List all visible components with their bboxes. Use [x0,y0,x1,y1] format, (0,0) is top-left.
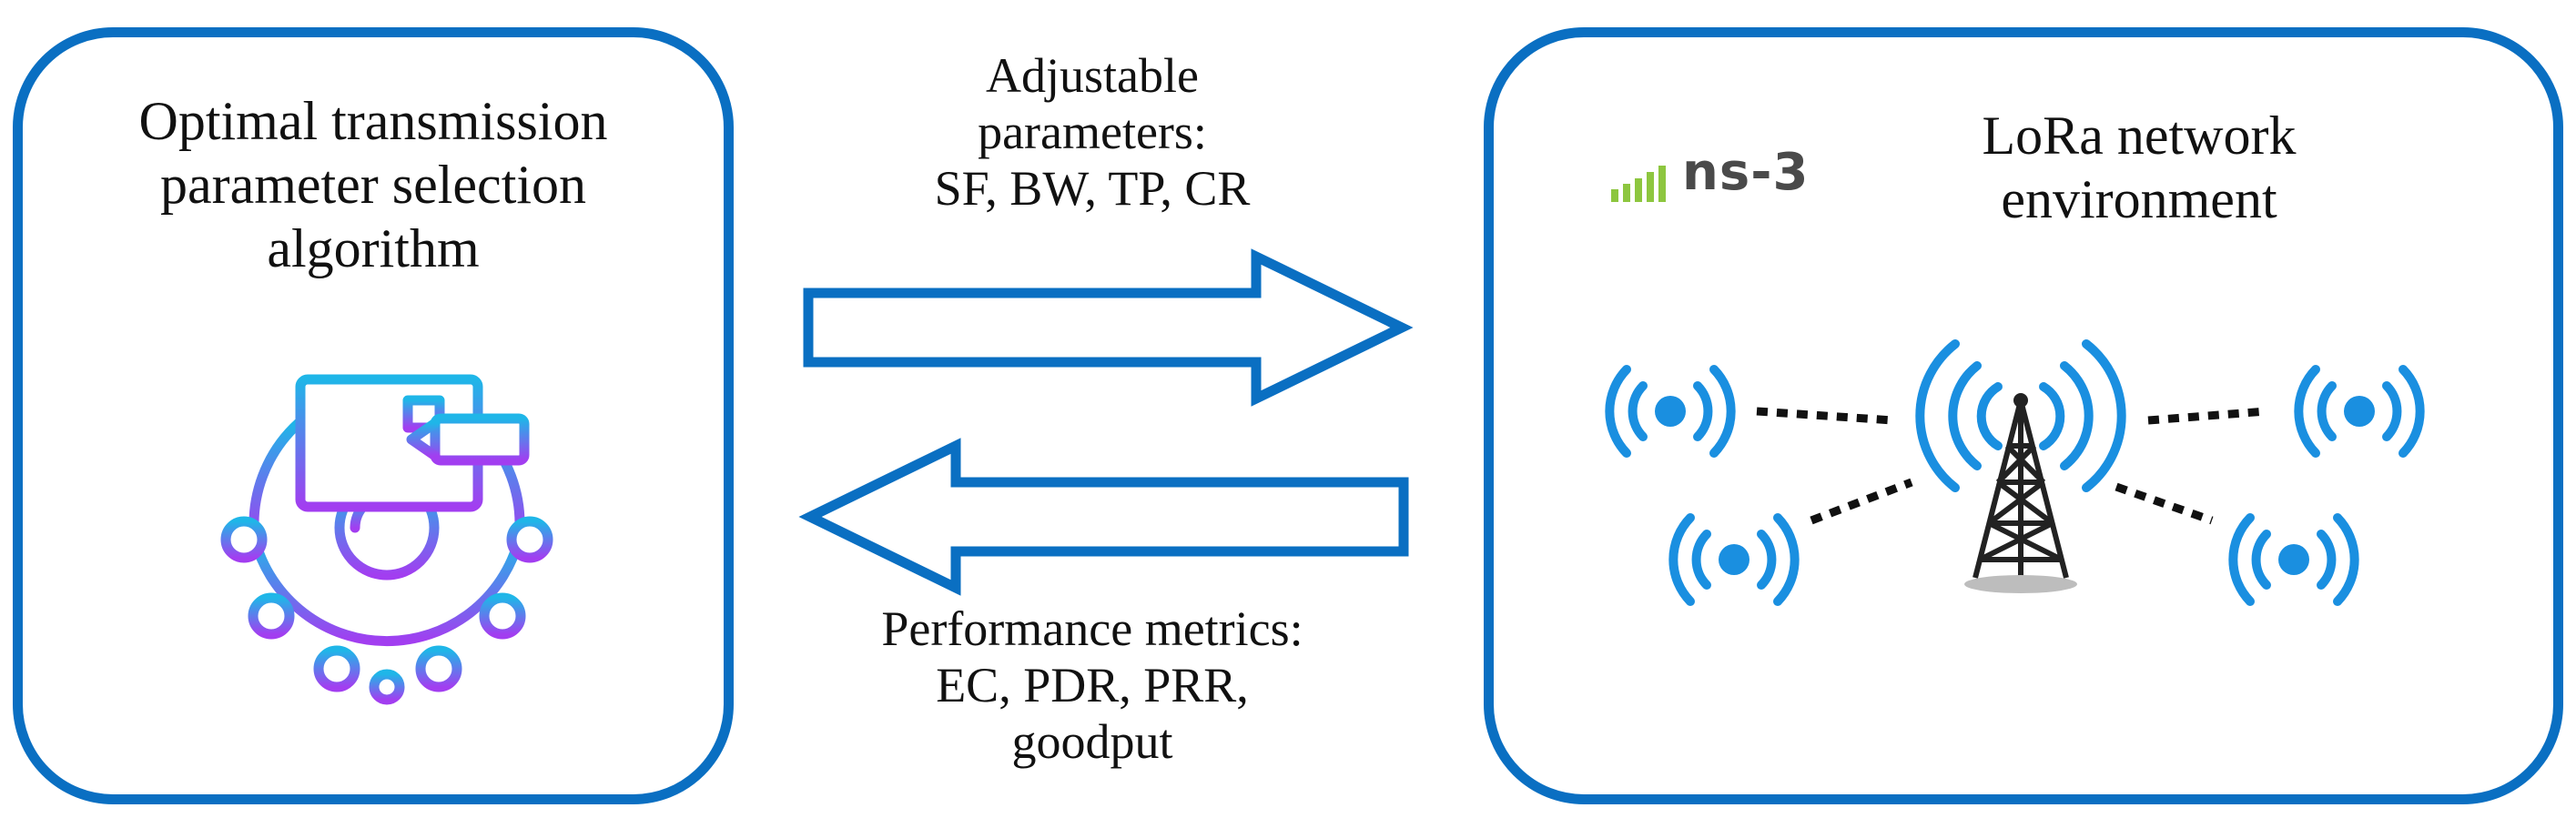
network-title-line-1: LoRa network [1982,106,2297,166]
end-device-signal-icon [1609,369,1730,453]
algorithm-book-magnifier-icon [220,374,553,705]
end-device-signal-icon [1673,518,1794,601]
lora-network-illustration [1602,339,2439,601]
adjustable-parameters-line-3: SF, BW, TP, CR [934,161,1251,216]
end-device-signal-icon [2233,518,2354,601]
left-arrow [798,438,1409,596]
algorithm-panel-title: Optimal transmission parameter selection… [13,89,734,280]
right-arrow [803,248,1414,407]
network-panel-title: LoRa network environment [1884,104,2394,231]
algorithm-title-line-3: algorithm [267,218,480,278]
network-title-line-2: environment [2001,169,2277,229]
ns3-signal-bars-icon [1611,166,1666,202]
ns3-logo-text: ns-3 [1682,143,1810,202]
performance-metrics-line-2: EC, PDR, PRR, [936,658,1249,712]
adjustable-parameters-line-1: Adjustable [986,48,1199,103]
algorithm-title-line-2: parameter selection [159,155,587,215]
adjustable-parameters-label: Adjustable parameters: SF, BW, TP, CR [792,47,1393,217]
performance-metrics-line-1: Performance metrics: [881,601,1303,656]
adjustable-parameters-line-2: parameters: [978,105,1207,159]
performance-metrics-line-3: goodput [1011,714,1173,769]
algorithm-title-line-1: Optimal transmission [138,91,608,151]
performance-metrics-label: Performance metrics: EC, PDR, PRR, goodp… [792,601,1393,770]
antenna-tower-icon [1915,339,2126,593]
end-device-signal-icon [2298,369,2419,453]
